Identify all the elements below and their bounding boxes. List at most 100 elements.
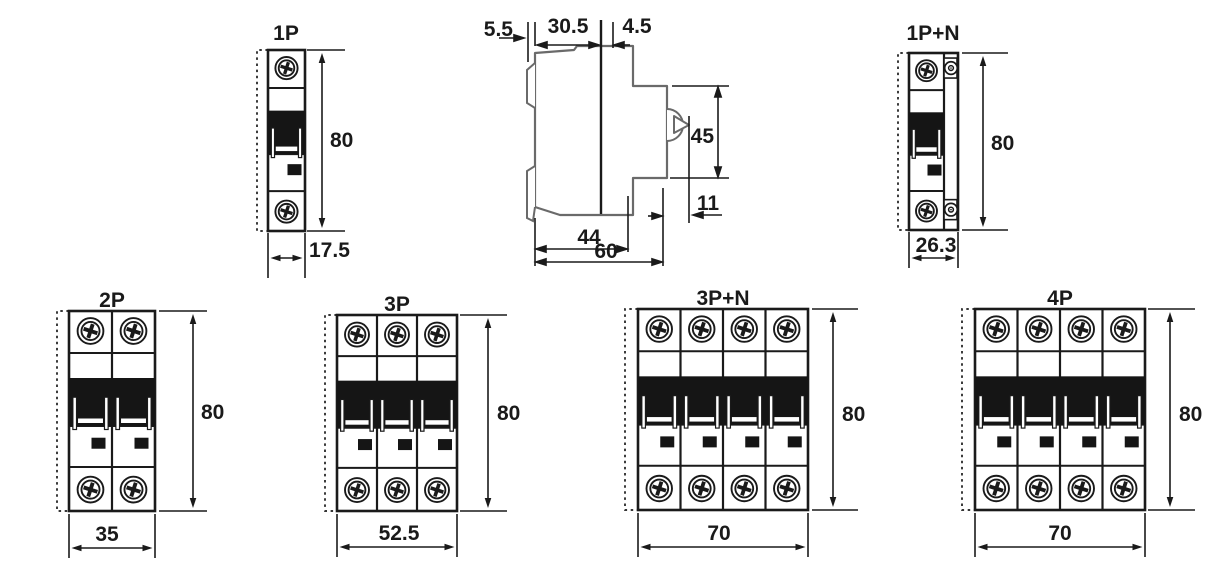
view-title: 3P+N <box>696 287 749 310</box>
screw-cross <box>390 483 404 497</box>
screw-cross-line <box>740 481 749 496</box>
screw-cross-line <box>86 323 95 339</box>
screw-cross-line <box>1034 321 1043 337</box>
screw-cross-line <box>393 327 401 342</box>
screw-cross-line <box>86 482 95 498</box>
screw-cross-line <box>393 483 401 497</box>
arrowhead-icon <box>977 543 988 551</box>
label-window <box>997 436 1012 448</box>
arrowhead-icon <box>318 53 326 63</box>
label-window <box>1124 436 1139 448</box>
toggle-lever-rail <box>1105 395 1111 429</box>
screw-icon <box>645 474 673 503</box>
screw-cross <box>430 327 444 342</box>
dim-label-handle-proj: 11 <box>697 192 720 215</box>
screw-cross-line <box>1119 321 1128 337</box>
toggle-lever-rail <box>1020 395 1026 429</box>
toggle-lever-rail <box>978 395 984 429</box>
arrowhead-icon <box>829 497 837 507</box>
screw-cross-line <box>353 483 361 497</box>
screw-cross-line <box>282 61 291 75</box>
width-dim-label: 70 <box>1048 522 1071 545</box>
label-window <box>358 439 372 451</box>
dim-label-body-depth: 44 <box>577 226 601 249</box>
toggle-lever-rail <box>420 398 425 432</box>
side-extension-lines <box>527 22 729 266</box>
toggle-lever-rail <box>270 127 276 159</box>
screw-cross-line <box>923 204 930 218</box>
toggle-lever-rail <box>672 395 678 429</box>
screw-cross-line <box>740 321 749 337</box>
arrowhead-icon <box>444 543 455 551</box>
width-dim-label: 70 <box>707 522 730 545</box>
dashed-outline <box>56 310 75 512</box>
screw-cross <box>126 323 141 339</box>
screw-cross-line <box>1077 481 1086 496</box>
screw-icon <box>1110 474 1138 503</box>
toggle-band <box>975 376 1145 425</box>
arrowhead-icon <box>318 218 326 228</box>
dim-label-rear-depth: 30.5 <box>548 15 589 38</box>
toggle-band <box>337 380 457 428</box>
label-window <box>1039 436 1054 448</box>
screw-cross <box>988 321 1004 337</box>
dashed-outline <box>897 52 915 231</box>
toggle-lever-rail <box>1009 395 1015 429</box>
toggle-lever-bar <box>1111 417 1137 422</box>
toggle-lever-bar <box>983 417 1009 422</box>
screw-icon <box>1110 315 1138 343</box>
arrowhead-icon <box>640 543 651 551</box>
screw-cross <box>694 481 710 496</box>
screw-cross-line <box>1119 481 1128 496</box>
screw-dot <box>950 67 952 69</box>
label-window <box>660 436 675 448</box>
screw-cross-line <box>1077 321 1086 337</box>
screw-cross-line <box>923 64 930 77</box>
screw-cross <box>350 327 364 342</box>
screw-icon <box>119 475 148 504</box>
toggle-lever-rail <box>799 395 805 429</box>
side-view: 5.5 30.5 4.5 45 11 44 60 <box>484 15 729 267</box>
toggle-lever-bar <box>646 417 672 422</box>
screw-cross <box>1116 481 1132 496</box>
view-title: 2P <box>99 289 125 312</box>
arrowhead-icon <box>1132 543 1143 551</box>
dim-label-face-height: 45 <box>691 125 715 148</box>
screw-cross <box>280 205 293 219</box>
screw-icon <box>915 199 938 223</box>
screw-cross-line <box>697 481 706 496</box>
screw-cross-line <box>782 481 791 496</box>
arrowhead-icon <box>292 254 303 262</box>
screw-icon <box>688 315 716 343</box>
screw-cross <box>736 481 752 496</box>
toggle-lever-rail <box>1051 395 1057 429</box>
din-clip-top-icon <box>526 62 536 109</box>
screw-cross <box>651 321 667 337</box>
toggle-band <box>69 378 155 426</box>
screw-cross-line <box>353 327 361 342</box>
screw-icon <box>730 315 758 343</box>
toggle-lever-rail <box>641 395 647 429</box>
front-view-3p-n: 80 70 3P+N <box>624 287 865 557</box>
view-title: 1P <box>273 22 299 45</box>
height-dim-label: 80 <box>330 129 353 152</box>
screw-cross <box>920 204 933 218</box>
arrowhead-icon <box>911 254 922 262</box>
screw-icon <box>982 315 1010 343</box>
screw-icon <box>384 321 410 348</box>
toggle-lever-rail <box>1063 395 1069 429</box>
screw-cross <box>280 61 293 75</box>
height-dim-label: 80 <box>201 401 224 424</box>
screw-cross <box>390 327 404 342</box>
screw-cross-line <box>655 481 664 496</box>
toggle-lever-rail <box>911 128 916 159</box>
width-dim-label: 35 <box>95 523 119 546</box>
width-dim-label: 52.5 <box>379 522 420 545</box>
toggle-lever-bar <box>78 418 103 423</box>
screw-icon <box>274 56 299 81</box>
toggle-lever-rail <box>937 128 942 159</box>
dim-label-mid-depth: 4.5 <box>622 15 652 38</box>
height-dim-label: 80 <box>842 403 865 426</box>
